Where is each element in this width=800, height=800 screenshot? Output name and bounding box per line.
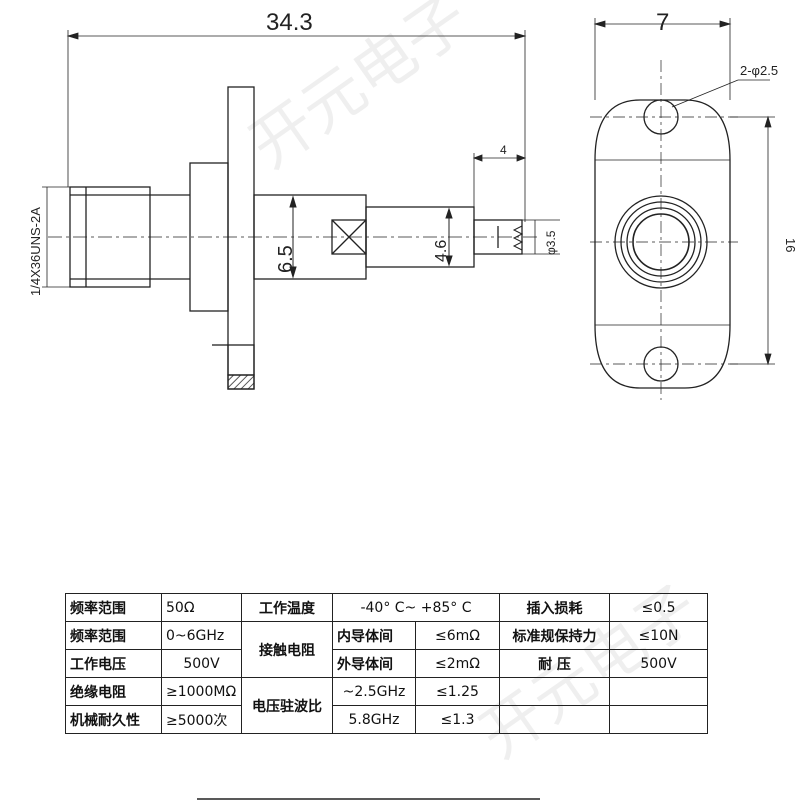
spec-label: 标准规保持力 bbox=[499, 621, 610, 650]
dim-mount-holes bbox=[671, 79, 770, 108]
spec-value: ≤0.5 bbox=[609, 593, 708, 622]
spec-table: 频率范围 50Ω 工作温度 -40° C~ +85° C 插入损耗 ≤0.5 频… bbox=[65, 593, 708, 734]
dim-tip-length bbox=[472, 153, 527, 220]
spec-label: 插入损耗 bbox=[499, 593, 610, 622]
front-view bbox=[590, 60, 738, 400]
dim-pin-diameter bbox=[445, 207, 453, 267]
spec-label: 外导体间 bbox=[332, 649, 416, 678]
spec-label: 绝缘电阻 bbox=[65, 677, 162, 706]
dim-thread bbox=[42, 186, 70, 288]
table-row: 频率范围 0~6GHz 接触电阻 内导体间 ≤6mΩ 标准规保持力 ≤10N bbox=[65, 621, 708, 678]
spec-value: ≤1.3 bbox=[415, 705, 500, 734]
spec-value: 500V bbox=[609, 649, 708, 678]
dim-flange-height bbox=[730, 115, 775, 366]
thread-spec-label: 1/4X36UNS-2A bbox=[28, 207, 43, 296]
spec-value: ≤6mΩ bbox=[415, 621, 500, 650]
spec-label: 工作电压 bbox=[65, 649, 162, 678]
spec-label: 频率范围 bbox=[65, 621, 162, 650]
table-row: 工作电压 500V 外导体间 ≤2mΩ 耐 压 500V bbox=[65, 649, 708, 678]
overall-length-label: 34.3 bbox=[266, 9, 313, 36]
table-row: 绝缘电阻 ≥1000MΩ 电压驻波比 ~2.5GHz ≤1.25 bbox=[65, 677, 708, 734]
contact-tip bbox=[473, 219, 523, 255]
tip-length-label: 4 bbox=[500, 143, 507, 157]
body-diameter-label: 6.5 bbox=[275, 245, 297, 273]
dim-overall-length bbox=[66, 30, 527, 222]
spec-label: 内导体间 bbox=[332, 621, 416, 650]
spec-value: 500V bbox=[161, 649, 242, 678]
spec-value: ≤10N bbox=[609, 621, 708, 650]
mount-holes-label: 2-φ2.5 bbox=[740, 63, 778, 78]
tip-diameter-label: φ3.5 bbox=[544, 230, 558, 255]
table-row: 频率范围 50Ω 工作温度 -40° C~ +85° C 插入损耗 ≤0.5 bbox=[65, 593, 708, 622]
spec-value: ≥1000MΩ bbox=[161, 677, 242, 706]
table-row: 机械耐久性 ≥5000次 5.8GHz ≤1.3 bbox=[65, 705, 708, 734]
flange-height-label: 16 bbox=[783, 238, 798, 252]
pin-diameter-label: 4.6 bbox=[433, 240, 450, 262]
spec-value: ~2.5GHz bbox=[332, 677, 416, 706]
spec-value: ≤1.25 bbox=[415, 677, 500, 706]
spec-value: 5.8GHz bbox=[332, 705, 416, 734]
spec-value: -40° C~ +85° C bbox=[332, 593, 500, 622]
spec-value: ≥5000次 bbox=[161, 705, 242, 734]
coupling-nut bbox=[69, 186, 151, 288]
side-view bbox=[48, 86, 540, 390]
spec-empty bbox=[499, 677, 610, 706]
dim-body-diameter bbox=[289, 195, 297, 279]
flange-outline bbox=[594, 99, 731, 389]
spec-value: 50Ω bbox=[161, 593, 242, 622]
flange-width-label: 7 bbox=[656, 9, 669, 36]
spec-label: 电压驻波比 bbox=[241, 677, 333, 734]
spec-empty bbox=[609, 705, 708, 734]
spec-empty bbox=[609, 677, 708, 706]
spec-label: 耐 压 bbox=[499, 649, 610, 678]
spec-value: ≤2mΩ bbox=[415, 649, 500, 678]
dim-tip-diameter bbox=[522, 219, 560, 255]
spec-value: 0~6GHz bbox=[161, 621, 242, 650]
spec-label: 频率范围 bbox=[65, 593, 162, 622]
dim-flange-width bbox=[593, 18, 732, 100]
spec-label: 机械耐久性 bbox=[65, 705, 162, 734]
spec-label: 工作温度 bbox=[241, 593, 333, 622]
spec-empty bbox=[499, 705, 610, 734]
spec-label: 接触电阻 bbox=[241, 621, 333, 678]
